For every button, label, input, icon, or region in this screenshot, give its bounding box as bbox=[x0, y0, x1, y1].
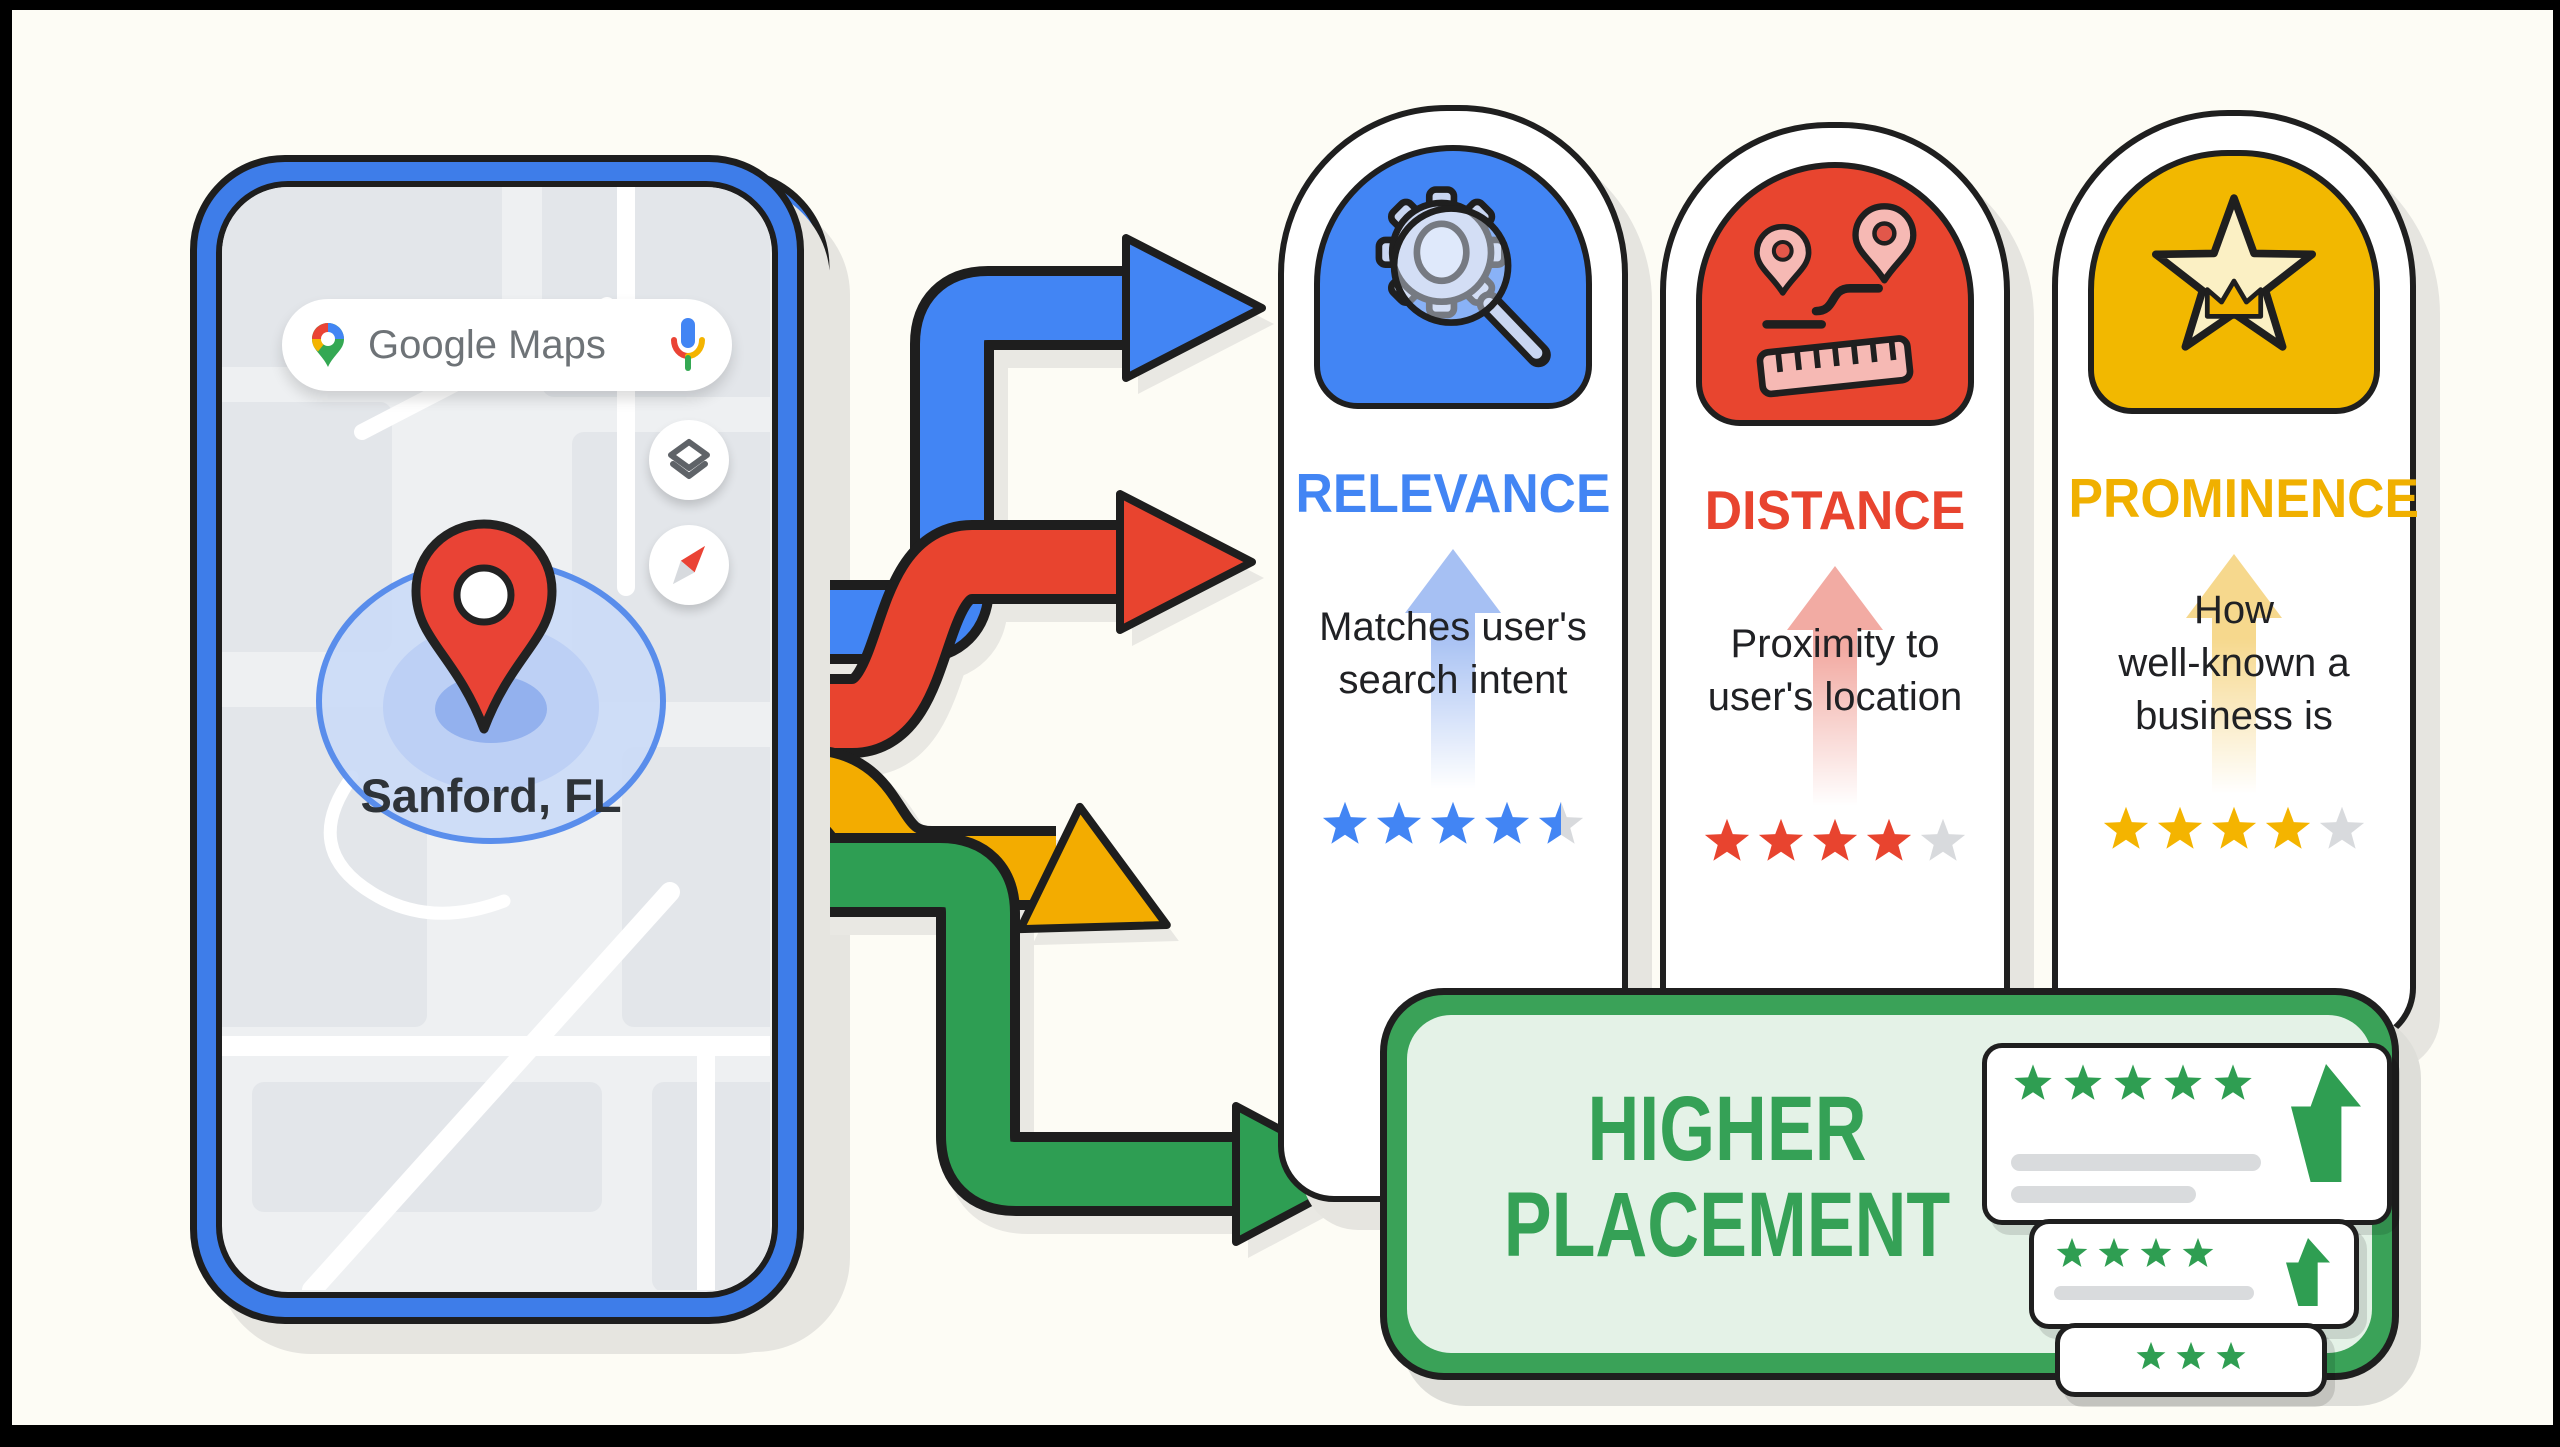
factor-stars bbox=[1666, 816, 2004, 868]
factor-card-prominence: PROMINENCE How well-known a business is bbox=[2052, 110, 2420, 1044]
factor-description: Matches user's search intent bbox=[1319, 605, 1587, 702]
factor-description: How well-known a business is bbox=[2118, 588, 2350, 738]
search-bar: Google Maps bbox=[282, 299, 732, 391]
review-text-line bbox=[2054, 1286, 2254, 1300]
flow-arrow-relevance bbox=[724, 234, 1266, 664]
phone-screen: Sanford, FL Google Maps bbox=[216, 181, 778, 1298]
phone-mockup: Sanford, FL Google Maps bbox=[190, 155, 804, 1324]
higher-placement-box: HIGHER PLACEMENT bbox=[1380, 988, 2399, 1397]
higher-placement-panel: HIGHER PLACEMENT bbox=[1407, 1015, 2392, 1397]
result-title: HIGHER PLACEMENT bbox=[1501, 1081, 1953, 1273]
factor-stars bbox=[1284, 799, 1622, 851]
soft-up-arrow bbox=[1405, 549, 1501, 789]
factor-title: DISTANCE bbox=[1704, 479, 1966, 541]
review-card-bottom bbox=[2055, 1323, 2327, 1397]
soft-up-arrow bbox=[1787, 566, 1883, 806]
review-stars bbox=[2011, 1062, 2255, 1106]
rank-up-arrow-icon bbox=[2286, 1238, 2330, 1306]
frame-border-left bbox=[0, 0, 12, 1447]
factor-description: Proximity to user's location bbox=[1707, 622, 1963, 719]
google-maps-logo-icon bbox=[304, 321, 352, 369]
review-card-middle bbox=[2029, 1219, 2359, 1329]
result-title-line1: HIGHER bbox=[1587, 1078, 1867, 1180]
layers-icon bbox=[668, 439, 710, 479]
factor-title: PROMINENCE bbox=[2068, 467, 2420, 529]
prominence-icon-badge bbox=[2088, 150, 2380, 414]
search-bar-label: Google Maps bbox=[368, 322, 606, 367]
gear-magnifier-icon bbox=[1375, 186, 1551, 368]
flow-arrow-placement bbox=[724, 833, 1368, 1246]
review-text-line bbox=[2011, 1154, 2261, 1171]
frame-border-right bbox=[2553, 0, 2560, 1447]
frame-border-bottom bbox=[0, 1425, 2560, 1447]
star-crown-icon bbox=[2151, 194, 2317, 351]
layers-button bbox=[649, 420, 729, 500]
distance-icon-badge bbox=[1696, 162, 1974, 426]
mic-icon bbox=[668, 316, 708, 374]
pins-ruler-icon bbox=[1754, 203, 1917, 398]
review-stars bbox=[2134, 1340, 2248, 1374]
review-card-top bbox=[1982, 1043, 2392, 1225]
compass-icon bbox=[672, 545, 706, 585]
review-text-line bbox=[2011, 1186, 2196, 1203]
factor-stars bbox=[2058, 804, 2410, 856]
result-title-line2: PLACEMENT bbox=[1503, 1174, 1951, 1276]
location-label: Sanford, FL bbox=[360, 769, 621, 822]
rank-up-arrow-icon bbox=[2291, 1064, 2361, 1182]
relevance-icon-badge bbox=[1314, 145, 1592, 409]
compass-button bbox=[649, 525, 729, 605]
factor-title: RELEVANCE bbox=[1295, 462, 1611, 524]
soft-up-arrow bbox=[2186, 554, 2282, 794]
frame-border-top bbox=[0, 0, 2560, 10]
review-stars bbox=[2054, 1236, 2216, 1272]
